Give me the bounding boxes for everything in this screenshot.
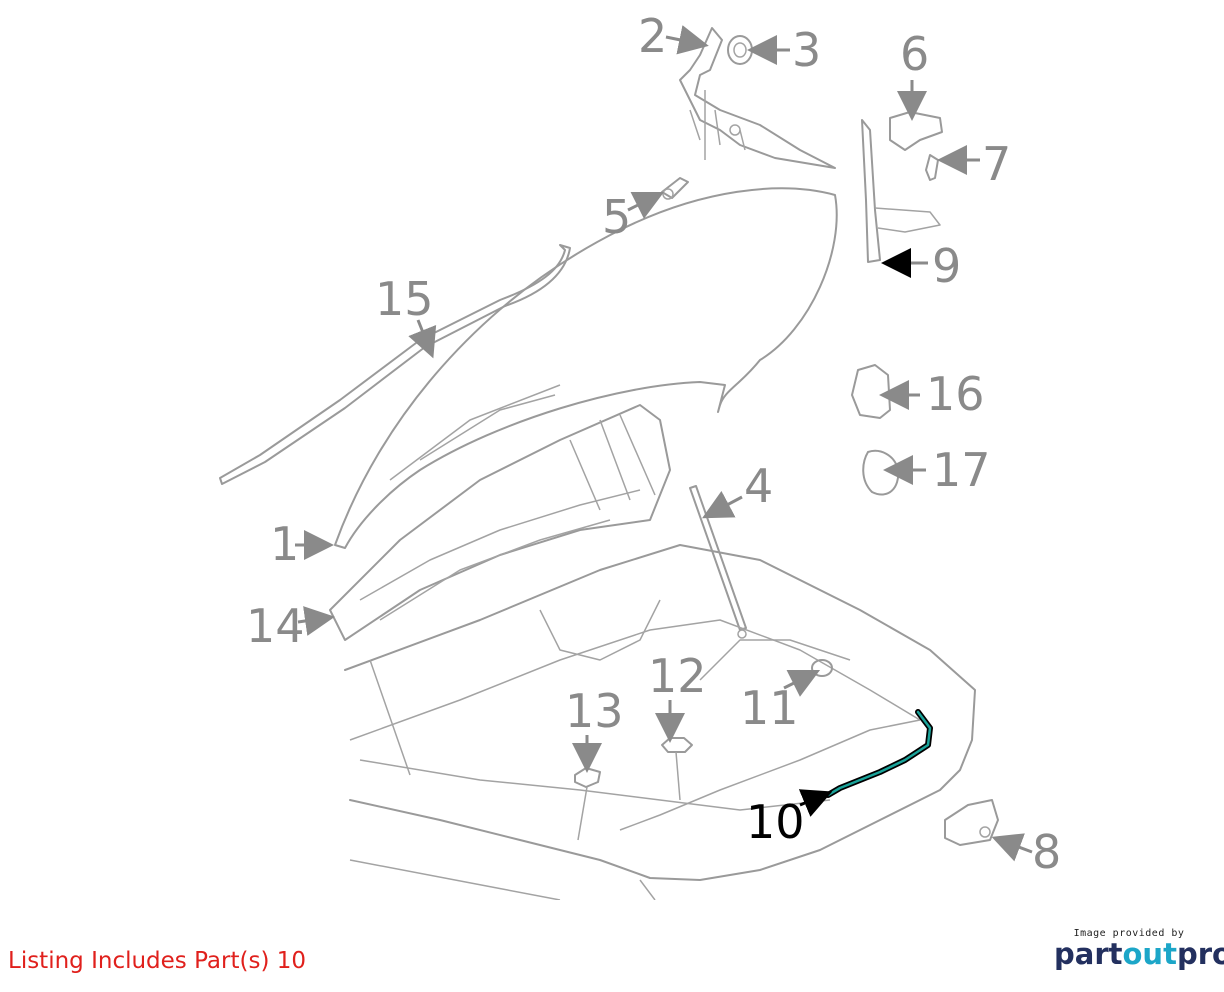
- hinge-bracket-drawing: [679, 27, 836, 169]
- logo-pro: pro: [1176, 937, 1224, 971]
- callout-2: 2: [638, 9, 667, 63]
- nut-drawing: [727, 35, 753, 65]
- callout-4: 4: [744, 459, 773, 513]
- logo-out: out: [1122, 937, 1177, 971]
- hood-inner-drawing: [329, 404, 671, 641]
- callout-3: 3: [792, 23, 821, 77]
- callout-12: 12: [648, 649, 707, 703]
- hood-strut-drawing: [689, 485, 747, 639]
- callout-labels: 1 2 3 4 5 6 7 8 9 10 11 12 13 14 15 16 1…: [246, 9, 1061, 879]
- latch-assembly-drawing: [861, 111, 943, 263]
- callout-6: 6: [900, 27, 929, 81]
- retainer-drawing: [851, 364, 900, 496]
- parts-diagram: 1 2 3 4 5 6 7 8 9 10 11 12 13 14 15 16 1…: [219, 9, 1061, 900]
- brand-wordmark: partoutpro: [1054, 937, 1224, 971]
- callout-8: 8: [1032, 825, 1061, 879]
- bumper-drawing: [661, 177, 689, 200]
- callout-arrows: [295, 25, 1033, 862]
- callout-1: 1: [270, 517, 299, 571]
- image-provided-by-label: Image provided by: [1073, 928, 1185, 939]
- hood-panel-drawing: [334, 187, 838, 549]
- callout-13: 13: [565, 684, 624, 738]
- callout-17: 17: [932, 443, 991, 497]
- listing-parts-note: Listing Includes Part(s) 10: [8, 948, 307, 974]
- callout-10: 10: [746, 795, 805, 849]
- callout-9: 9: [932, 239, 961, 293]
- callout-15: 15: [375, 272, 434, 326]
- engine-compartment-drawing: [344, 544, 976, 900]
- callout-5: 5: [602, 190, 631, 244]
- callout-7: 7: [982, 137, 1011, 191]
- callout-11: 11: [740, 681, 799, 735]
- partoutpro-logo: Image provided by partoutpro: [1054, 928, 1224, 971]
- hood-release-cable-drawing: [825, 709, 933, 798]
- hood-latch-drawing: [944, 799, 999, 846]
- callout-14: 14: [246, 599, 305, 653]
- hood-seal-drawing: [219, 244, 571, 485]
- callout-16: 16: [926, 367, 985, 421]
- logo-part: part: [1054, 937, 1123, 971]
